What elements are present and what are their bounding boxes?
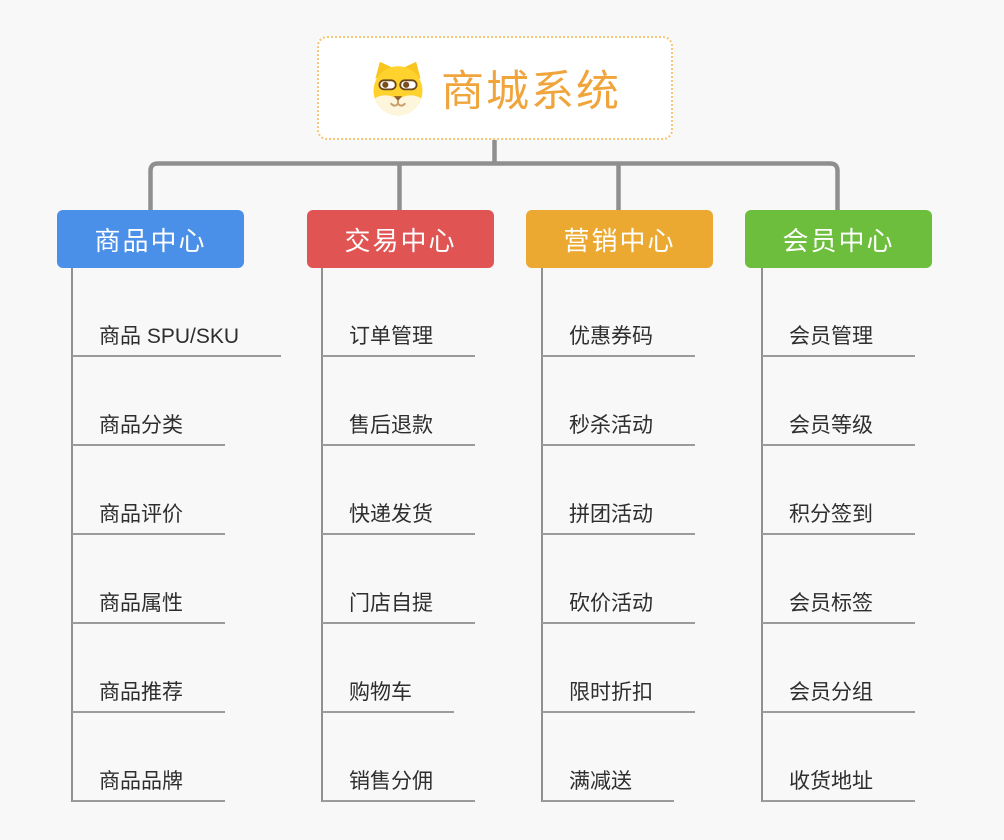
- subtopic-item[interactable]: 快递发货: [322, 446, 475, 535]
- trade-center-subtopics: 订单管理 售后退款 快递发货 门店自提 购物车 销售分佣: [322, 268, 475, 802]
- subtopic-item[interactable]: 会员等级: [762, 357, 915, 446]
- subtopic-item[interactable]: 商品品牌: [72, 713, 225, 802]
- subtopic-item[interactable]: 会员分组: [762, 624, 915, 713]
- subtopic-item[interactable]: 拼团活动: [542, 446, 695, 535]
- subtopic-item[interactable]: 限时折扣: [542, 624, 695, 713]
- subtopic-item[interactable]: 订单管理: [322, 268, 475, 357]
- subtopic-item[interactable]: 砍价活动: [542, 535, 695, 624]
- root-title: 商城系统: [441, 68, 621, 116]
- branch-node-product-center[interactable]: 商品中心: [57, 210, 244, 268]
- subtopic-item[interactable]: 门店自提: [322, 535, 475, 624]
- subtopic-item[interactable]: 收货地址: [762, 713, 915, 802]
- tree-connector: [148, 138, 840, 210]
- marketing-center-subtopics: 优惠券码 秒杀活动 拼团活动 砍价活动 限时折扣 满减送: [542, 268, 695, 802]
- subtopic-item[interactable]: 会员管理: [762, 268, 915, 357]
- subtopic-item[interactable]: 积分签到: [762, 446, 915, 535]
- subtopic-item[interactable]: 商品 SPU/SKU: [72, 268, 282, 357]
- subtopic-item[interactable]: 商品属性: [72, 535, 225, 624]
- subtopic-item[interactable]: 商品分类: [72, 357, 225, 446]
- branch-node-trade-center[interactable]: 交易中心: [307, 210, 494, 268]
- subtopic-item[interactable]: 销售分佣: [322, 713, 475, 802]
- subtopic-item[interactable]: 商品推荐: [72, 624, 225, 713]
- subtopic-item[interactable]: 商品评价: [72, 446, 225, 535]
- branch-node-marketing-center[interactable]: 营销中心: [526, 210, 713, 268]
- subtopic-item[interactable]: 秒杀活动: [542, 357, 695, 446]
- member-center-subtopics: 会员管理 会员等级 积分签到 会员标签 会员分组 收货地址: [762, 268, 915, 802]
- subtopic-item[interactable]: 售后退款: [322, 357, 475, 446]
- subtopic-item[interactable]: 购物车: [322, 624, 454, 713]
- root-node[interactable]: 商城系统: [317, 36, 673, 140]
- branch-node-member-center[interactable]: 会员中心: [745, 210, 932, 268]
- subtopic-item[interactable]: 会员标签: [762, 535, 915, 624]
- dog-face-icon: [373, 61, 423, 116]
- subtopic-item[interactable]: 满减送: [542, 713, 674, 802]
- subtopic-item[interactable]: 优惠券码: [542, 268, 695, 357]
- product-center-subtopics: 商品 SPU/SKU 商品分类 商品评价 商品属性 商品推荐 商品品牌: [72, 268, 282, 802]
